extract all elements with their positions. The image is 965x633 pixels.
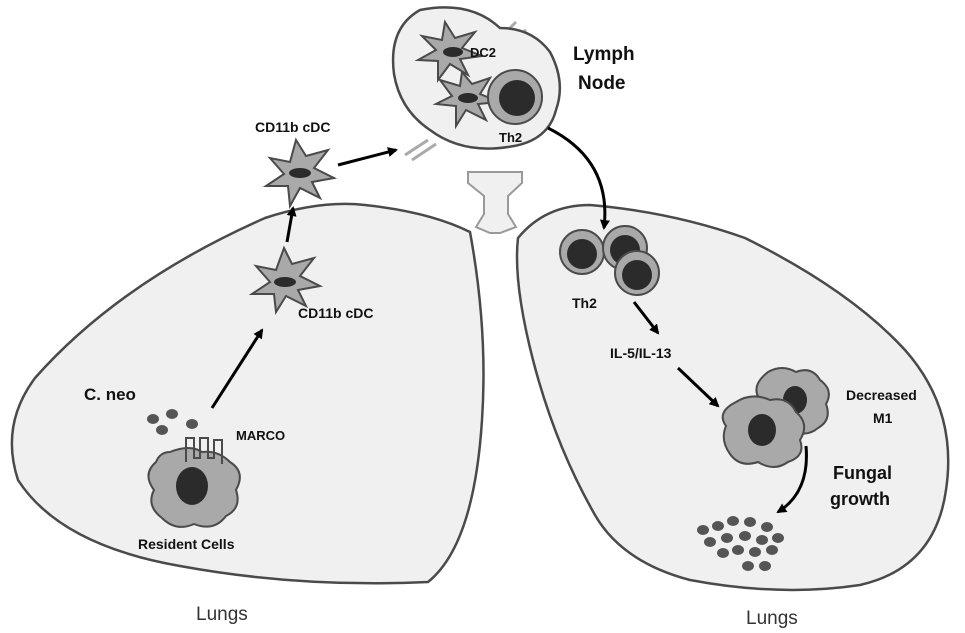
label-cd11b-top: CD11b cDC — [255, 119, 330, 135]
resident-cell — [147, 447, 241, 528]
label-lungs-left: Lungs — [196, 604, 248, 625]
trachea — [467, 171, 523, 234]
th2-cells-lung — [559, 225, 660, 296]
macrophage-front — [721, 395, 806, 468]
label-fungal-2: growth — [830, 489, 890, 509]
label-th2-lung: Th2 — [572, 295, 597, 311]
label-lymph-node-1: Lymph — [573, 44, 635, 65]
arrow-cytokines-to-m1 — [676, 366, 720, 408]
cd11b-cdc-lung — [248, 245, 324, 315]
label-marco: MARCO — [236, 428, 285, 443]
dc2-cell-1 — [414, 19, 486, 83]
arrow-node-to-lung — [547, 126, 610, 230]
label-decreased-1: Decreased — [846, 387, 917, 403]
label-c-neo: C. neo — [84, 385, 136, 404]
right-lung — [515, 203, 950, 592]
label-il5-il13: IL-5/IL-13 — [610, 345, 672, 361]
dc2-cell-2 — [432, 69, 501, 130]
left-lung — [10, 202, 485, 585]
arrow-cdc-to-node — [337, 147, 398, 167]
label-th2-node: Th2 — [499, 130, 522, 145]
marco-receptor — [185, 437, 223, 464]
c-neo-particles — [147, 409, 198, 435]
arrow-cdc-lung-to-top — [285, 206, 297, 243]
label-lungs-right: Lungs — [746, 608, 798, 629]
label-lymph-node-2: Node — [578, 73, 626, 94]
arrow-resident-to-cdc — [210, 328, 264, 409]
th2-cell-node — [487, 69, 543, 125]
label-fungal-1: Fungal — [833, 463, 892, 483]
label-decreased-2: M1 — [873, 410, 893, 426]
label-cd11b-lung: CD11b cDC — [298, 305, 373, 321]
fungal-particles — [697, 516, 784, 571]
arrow-th2-to-cytokines — [632, 301, 660, 335]
cd11b-cdc-top — [262, 137, 338, 210]
label-dc2: DC2 — [470, 45, 496, 60]
arrow-m1-to-fungal — [776, 445, 808, 514]
lymph-vessel-bottom — [404, 138, 437, 162]
label-resident-cells: Resident Cells — [138, 536, 235, 552]
